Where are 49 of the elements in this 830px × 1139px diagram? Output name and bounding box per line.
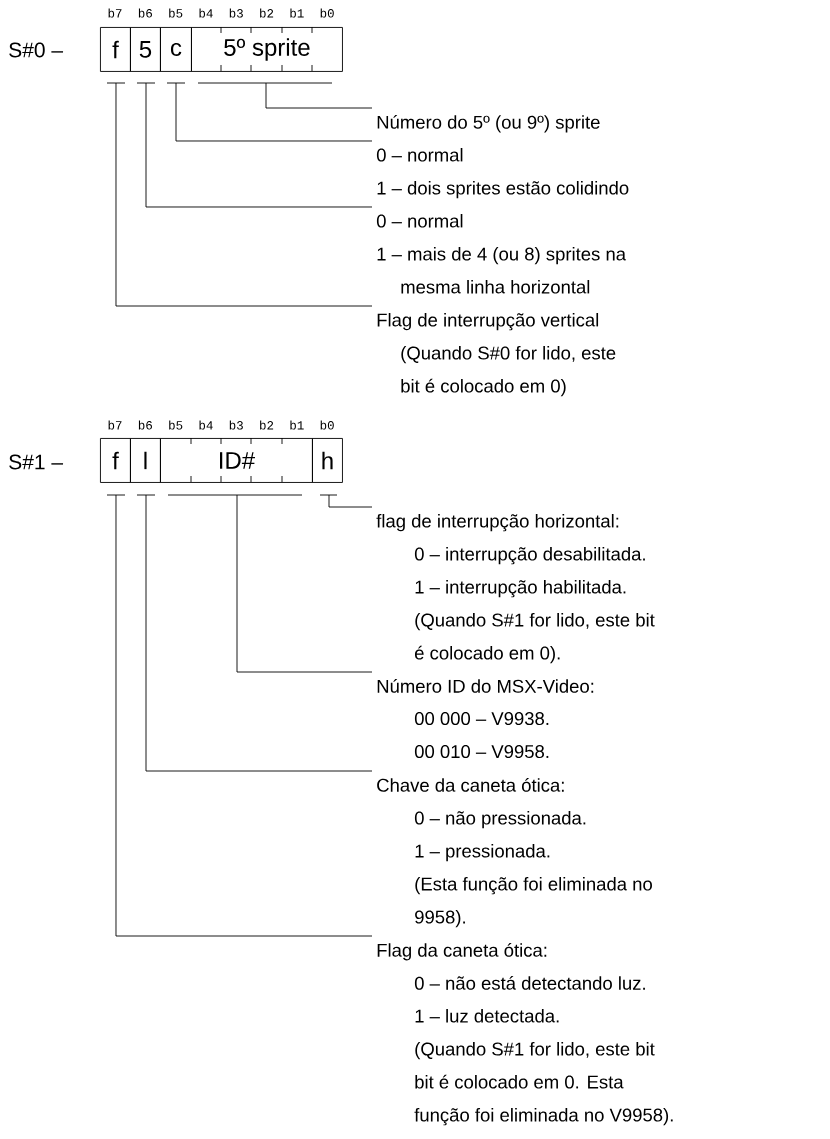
description-text: 1 – mais de 4 (ou 8) sprites na mesma linha horizontal bbox=[377, 247, 627, 294]
bit-field-cell: ID# bbox=[160, 437, 313, 483]
description-text: 1 – luz detectada. bbox=[415, 1009, 559, 1023]
leader-line bbox=[106, 494, 373, 937]
register-name: S#1 – bbox=[9, 454, 64, 470]
description-text: 1 – interrupção habilitada. bbox=[415, 580, 626, 598]
bit-cell: l bbox=[130, 438, 161, 483]
register-name: S#0 – bbox=[9, 42, 64, 58]
description-text: (Quando S#1 for lido, este bit bit é colocado em 0. Esta função foi eliminada no V9958). bbox=[414, 1042, 673, 1126]
leader-line bbox=[167, 494, 373, 673]
description-text: 0 – não pressionada. bbox=[414, 811, 586, 829]
leader-line bbox=[136, 494, 373, 772]
description-text: Número ID do MSX-Video: bbox=[377, 679, 594, 693]
description-text: (Esta função foi eliminada no 9958). bbox=[415, 877, 652, 928]
bit-number: b5 bbox=[169, 8, 183, 18]
description-text: 0 – normal bbox=[376, 148, 463, 162]
leader-line bbox=[319, 494, 373, 508]
description-text: 0 – não está detectando luz. bbox=[414, 976, 645, 990]
description-text: Número do 5º (ou 9º) sprite bbox=[377, 115, 600, 133]
bit-cell: c bbox=[160, 27, 192, 72]
bit-number: b1 bbox=[290, 420, 304, 430]
bit-cell: f bbox=[100, 27, 131, 72]
bit-number: b6 bbox=[138, 8, 152, 18]
description-text: Flag de interrupção vertical bbox=[377, 313, 599, 331]
description-text: 0 – normal bbox=[376, 214, 463, 228]
description-text: 00 000 – V9938. bbox=[414, 712, 549, 726]
bit-cell: f bbox=[100, 438, 131, 483]
bit-number: b0 bbox=[320, 420, 334, 430]
description-text: 0 – interrupção desabilitada. bbox=[414, 547, 645, 565]
bit-cell: 5 bbox=[130, 27, 161, 72]
description-text: (Quando S#1 for lido, este bit é colocado em 0). bbox=[415, 613, 655, 664]
leader-line bbox=[106, 82, 373, 307]
bit-field-cell: 5º sprite bbox=[191, 26, 343, 72]
bit-cell: h bbox=[312, 438, 343, 483]
bit-number: b5 bbox=[169, 420, 183, 430]
description-text: 00 010 – V9958. bbox=[414, 745, 549, 759]
bit-number: b6 bbox=[138, 420, 152, 430]
description-text: flag de interrupção horizontal: bbox=[376, 514, 619, 532]
description-text: Chave da caneta ótica: bbox=[377, 778, 564, 792]
bit-number: b7 bbox=[108, 8, 122, 18]
description-text: (Quando S#0 for lido, este bit é colocado em 0) bbox=[401, 346, 616, 397]
description-text: 1 – dois sprites estão colidindo bbox=[377, 181, 629, 199]
bit-number: b4 bbox=[199, 8, 213, 18]
leader-line bbox=[166, 82, 373, 142]
leader-line bbox=[136, 82, 373, 208]
leader-line bbox=[197, 82, 373, 109]
description-text: Flag da caneta ótica: bbox=[377, 943, 547, 961]
bit-number: b7 bbox=[108, 420, 122, 430]
description-text: 1 – pressionada. bbox=[415, 844, 550, 862]
